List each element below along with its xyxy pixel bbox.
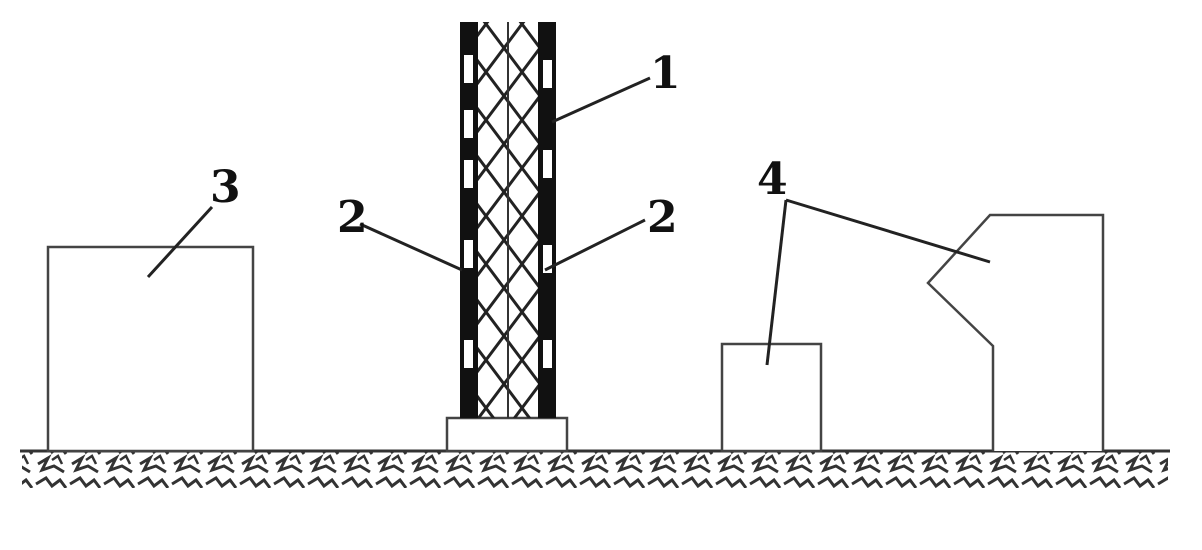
- label-buildings-right: 4: [757, 154, 788, 205]
- leader-tower: [551, 76, 651, 124]
- leader-building-left: [146, 205, 214, 279]
- building-right-small: [720, 342, 823, 453]
- leader-building-small: [765, 199, 788, 366]
- leader-marker-left: [359, 222, 463, 272]
- building-right-large: [926, 213, 1105, 451]
- label-marker-left: 2: [337, 192, 368, 243]
- leader-marker-right: [544, 218, 646, 272]
- ground-hatch: [22, 452, 1168, 488]
- tower-right-leg: [538, 22, 556, 418]
- label-building-left: 3: [210, 162, 241, 213]
- building-left: [46, 245, 255, 453]
- tower-markers: [464, 55, 552, 368]
- leader-building-large: [785, 198, 991, 264]
- tower-base: [445, 416, 569, 453]
- label-marker-right: 2: [647, 192, 678, 243]
- label-tower: 1: [650, 48, 681, 99]
- tower: [445, 22, 569, 453]
